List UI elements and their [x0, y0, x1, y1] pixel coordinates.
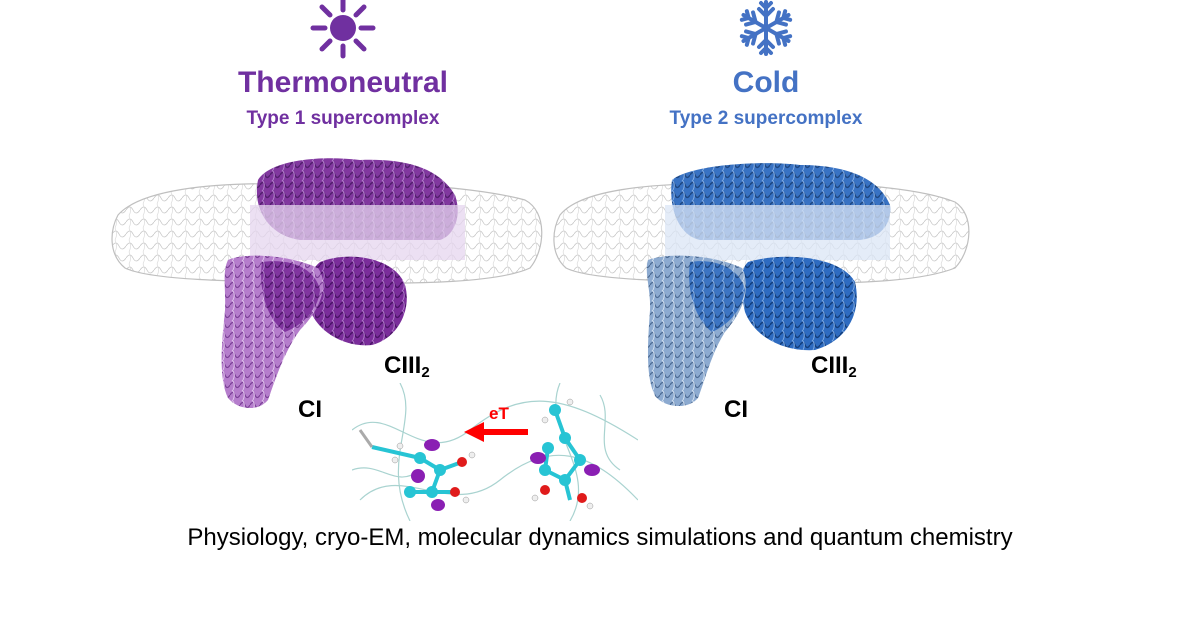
- right-molecule: [530, 398, 600, 510]
- left-molecule: [358, 429, 476, 511]
- left-ciii-label: CIII2: [384, 352, 430, 381]
- caption: Physiology, cryo-EM, molecular dynamics …: [187, 524, 1013, 551]
- left-subtitle: Type 1 supercomplex: [246, 108, 440, 129]
- right-title: Cold: [732, 66, 800, 99]
- left-ci-label: CI: [298, 396, 322, 423]
- electron-transfer-label: eT: [489, 404, 509, 423]
- right-ciii-label: CIII2: [811, 352, 857, 381]
- electron-transfer-arrow: [464, 422, 528, 442]
- right-ci-label: CI: [724, 396, 748, 423]
- right-subtitle: Type 2 supercomplex: [669, 108, 863, 129]
- left-title: Thermoneutral: [237, 66, 449, 99]
